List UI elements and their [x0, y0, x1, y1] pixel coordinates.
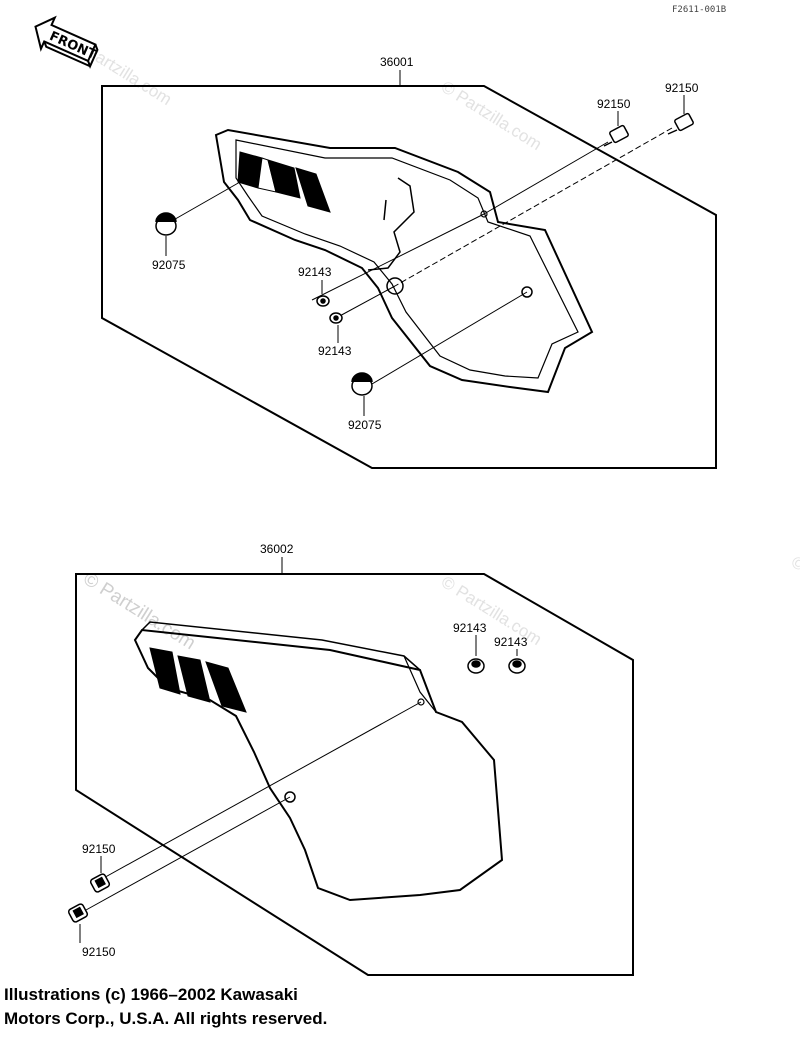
copyright-line: Illustrations (c) 1966–2002 Kawasaki [4, 985, 298, 1004]
alignment-lines [169, 127, 673, 385]
front-arrow-icon: FRONT [34, 15, 99, 69]
part-number-label: 92143 [318, 344, 352, 358]
part-number-label: 92075 [348, 418, 382, 432]
copyright-line: Motors Corp., U.S.A. All rights reserved… [4, 1009, 328, 1028]
watermark-text: © Partzilla.com [79, 568, 199, 654]
part-number-label: 92143 [494, 635, 528, 649]
collar-icon [467, 658, 485, 674]
bolt-icon [67, 903, 89, 923]
side-cover [133, 621, 504, 902]
grommet-icon [155, 212, 177, 236]
bolt-icon [89, 873, 111, 893]
alignment-lines [85, 701, 422, 911]
watermark-text: © Partzilla.com [438, 572, 545, 649]
copyright-notice: Illustrations (c) 1966–2002 Kawasaki Mot… [4, 983, 564, 1031]
bolt-icon [603, 124, 629, 147]
part-number-label: 92150 [82, 842, 116, 856]
watermark-text: © Partzilla.com [788, 552, 800, 629]
collar-icon [508, 658, 526, 674]
part-number-label: 92150 [665, 81, 699, 95]
grommet-icon [351, 372, 373, 396]
assembly-label: 36001 [380, 55, 414, 69]
part-number-label: 92150 [82, 945, 116, 959]
collar-icon [316, 295, 330, 307]
assembly-frame [101, 85, 717, 469]
side-cover [214, 128, 594, 394]
collar-icon [329, 312, 343, 324]
reference-code: F2611-001B [672, 5, 726, 15]
watermark-text: © Partzilla.com [438, 77, 545, 154]
assembly-label: 36002 [260, 542, 294, 556]
lower-assembly: 36002 [67, 542, 634, 976]
part-number-label: 92143 [298, 265, 332, 279]
upper-assembly: 36001 [101, 55, 717, 469]
part-number-label: 92075 [152, 258, 186, 272]
part-number-label: 92150 [597, 97, 631, 111]
assembly-frame [75, 573, 634, 976]
part-number-label: 92143 [453, 621, 487, 635]
bolt-icon [667, 112, 694, 135]
